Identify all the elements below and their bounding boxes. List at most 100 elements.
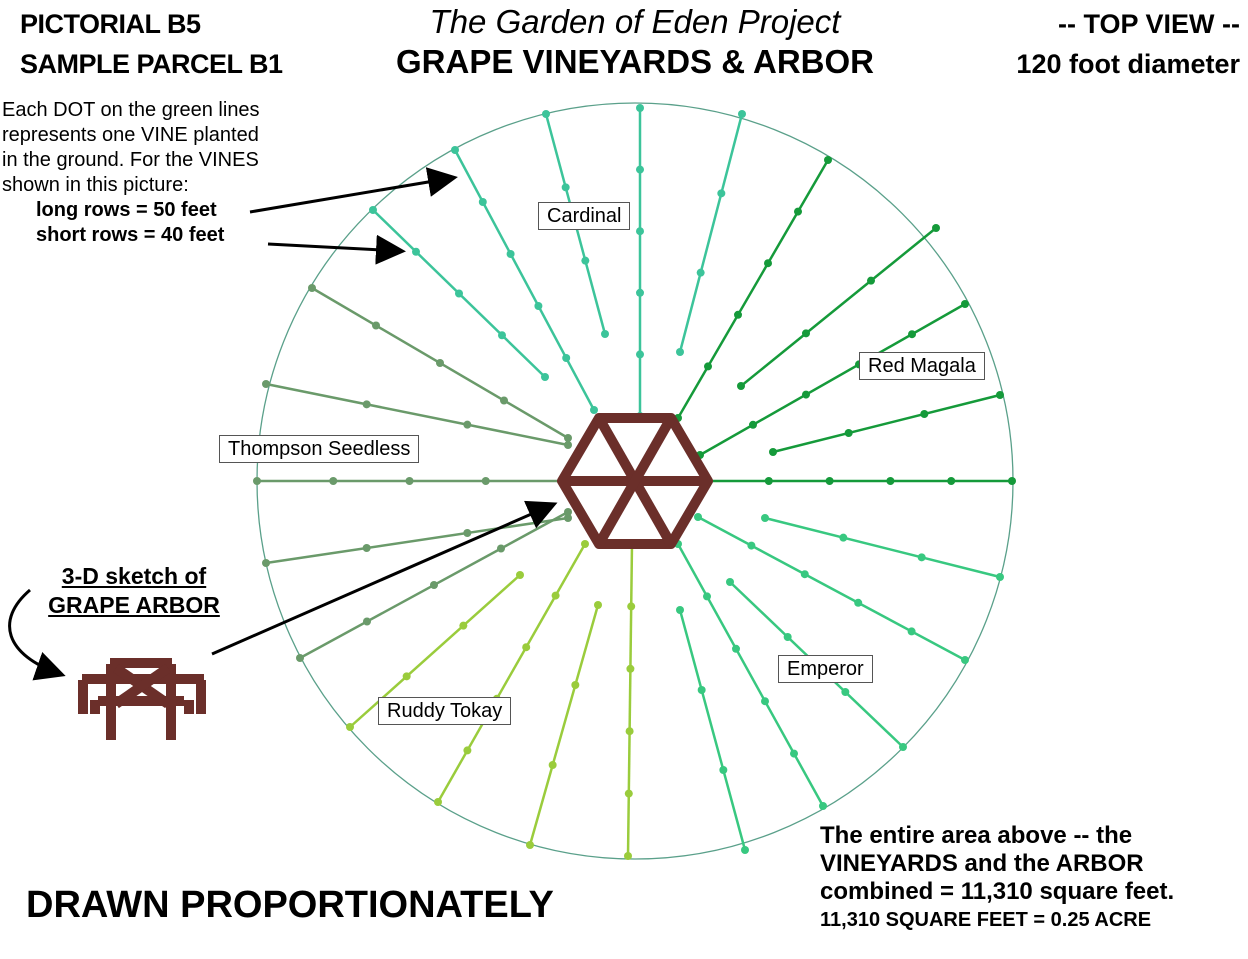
vine-dot (624, 852, 632, 860)
vine-dot (908, 330, 916, 339)
header-left: PICTORIAL B5 SAMPLE PARCEL B1 (20, 4, 283, 84)
vine-dot (564, 508, 572, 516)
vine-dot (676, 606, 684, 614)
vine-rows (253, 104, 1016, 860)
diameter-label: 120 foot diameter (1016, 49, 1240, 79)
vine-dot (738, 110, 746, 118)
vine-dot (296, 654, 304, 662)
vine-dot (636, 288, 644, 297)
view-label: -- TOP VIEW -- (1058, 9, 1240, 39)
vine-dot (676, 348, 684, 356)
vine-dot (463, 529, 472, 537)
header-center: The Garden of Eden Project GRAPE VINEYAR… (330, 2, 940, 82)
pictorial-id: PICTORIAL B5 (20, 9, 201, 39)
vine-dot (696, 268, 705, 277)
vine-dot (899, 743, 907, 751)
vine-dot (463, 420, 472, 429)
vine-dot (434, 798, 442, 806)
arrow-long-rows (249, 167, 458, 214)
note-line: represents one VINE planted (2, 124, 259, 146)
vine-dot (625, 727, 634, 736)
vine-dot (626, 664, 635, 673)
vine-dot (262, 559, 270, 567)
vine-dot (516, 571, 524, 579)
vine-dot (824, 156, 832, 164)
vine-dot (542, 110, 550, 118)
vine-dot (741, 846, 749, 854)
vine-dot (802, 329, 810, 338)
vine-dot (961, 656, 969, 664)
area-line: VINEYARDS and the ARBOR (820, 850, 1144, 877)
label-emperor: Emperor (778, 655, 873, 683)
vine-dot (636, 350, 644, 359)
vine-dot (719, 766, 728, 774)
vine-dot (867, 276, 875, 285)
vine-dot (747, 541, 756, 550)
area-acre-line: 11,310 SQUARE FEET = 0.25 ACRE (820, 909, 1152, 931)
sketch-label-line1: 3-D sketch of (61, 563, 207, 589)
vine-dot (734, 310, 742, 319)
vine-row (626, 543, 634, 857)
area-line: The entire area above -- the (820, 822, 1133, 849)
vine-row (678, 609, 747, 851)
vine-dot (436, 359, 444, 367)
vine-dot (362, 400, 371, 409)
vine-dot (346, 723, 354, 731)
vine-dot (961, 300, 969, 308)
vine-dot (704, 362, 712, 371)
vine-dot (522, 643, 531, 652)
vine-dot (455, 289, 463, 298)
vine-dot (737, 382, 745, 390)
vine-dot (463, 746, 472, 755)
vine-dot (262, 380, 270, 388)
vine-row (764, 516, 1001, 579)
vine-dot (1008, 477, 1016, 485)
label-thompson-seedless: Thompson Seedless (219, 435, 420, 463)
vine-dot (764, 259, 772, 268)
vine-row (772, 393, 1001, 454)
vine-dot (451, 146, 459, 154)
vine-dot (405, 477, 414, 485)
vine-row (453, 149, 596, 411)
vine-row (699, 302, 966, 457)
vine-dot (459, 621, 468, 630)
vine-row (678, 113, 744, 353)
vine-row (436, 543, 587, 803)
vine-dot (548, 761, 557, 769)
project-title: The Garden of Eden Project (429, 3, 841, 40)
vine-dot (819, 802, 827, 810)
vine-dot (412, 247, 420, 256)
vine-dot (769, 448, 777, 456)
vine-dot (726, 578, 734, 586)
arbor-top-view (557, 413, 713, 549)
vine-dot (761, 697, 769, 706)
vine-row (697, 515, 966, 662)
vine-dot (581, 540, 589, 548)
vine-dot (541, 373, 549, 381)
vine-dot (703, 592, 711, 601)
vine-dot (430, 581, 438, 589)
vine-dot (253, 477, 261, 485)
vine-dot (551, 591, 560, 600)
vine-dot (790, 749, 798, 758)
vine-dot (636, 165, 644, 174)
arrow-arbor (211, 500, 558, 656)
vine-dot (561, 183, 570, 192)
vine-dot (697, 686, 706, 694)
vine-dot (996, 391, 1004, 399)
vine-dot (500, 396, 508, 405)
vine-dot (372, 321, 380, 330)
vine-dot (636, 104, 644, 112)
vine-dot (571, 681, 580, 689)
vine-dot (590, 406, 598, 414)
diagram-title: GRAPE VINEYARDS & ARBOR (396, 43, 874, 80)
vine-dot (627, 602, 636, 611)
vine-dot (802, 390, 810, 399)
vine-dot (369, 206, 377, 214)
vine-row (528, 604, 600, 846)
vine-dot (562, 354, 571, 362)
vine-dot (844, 429, 853, 437)
arbor-3d-sketch (78, 658, 206, 740)
vine-dot (497, 544, 505, 553)
